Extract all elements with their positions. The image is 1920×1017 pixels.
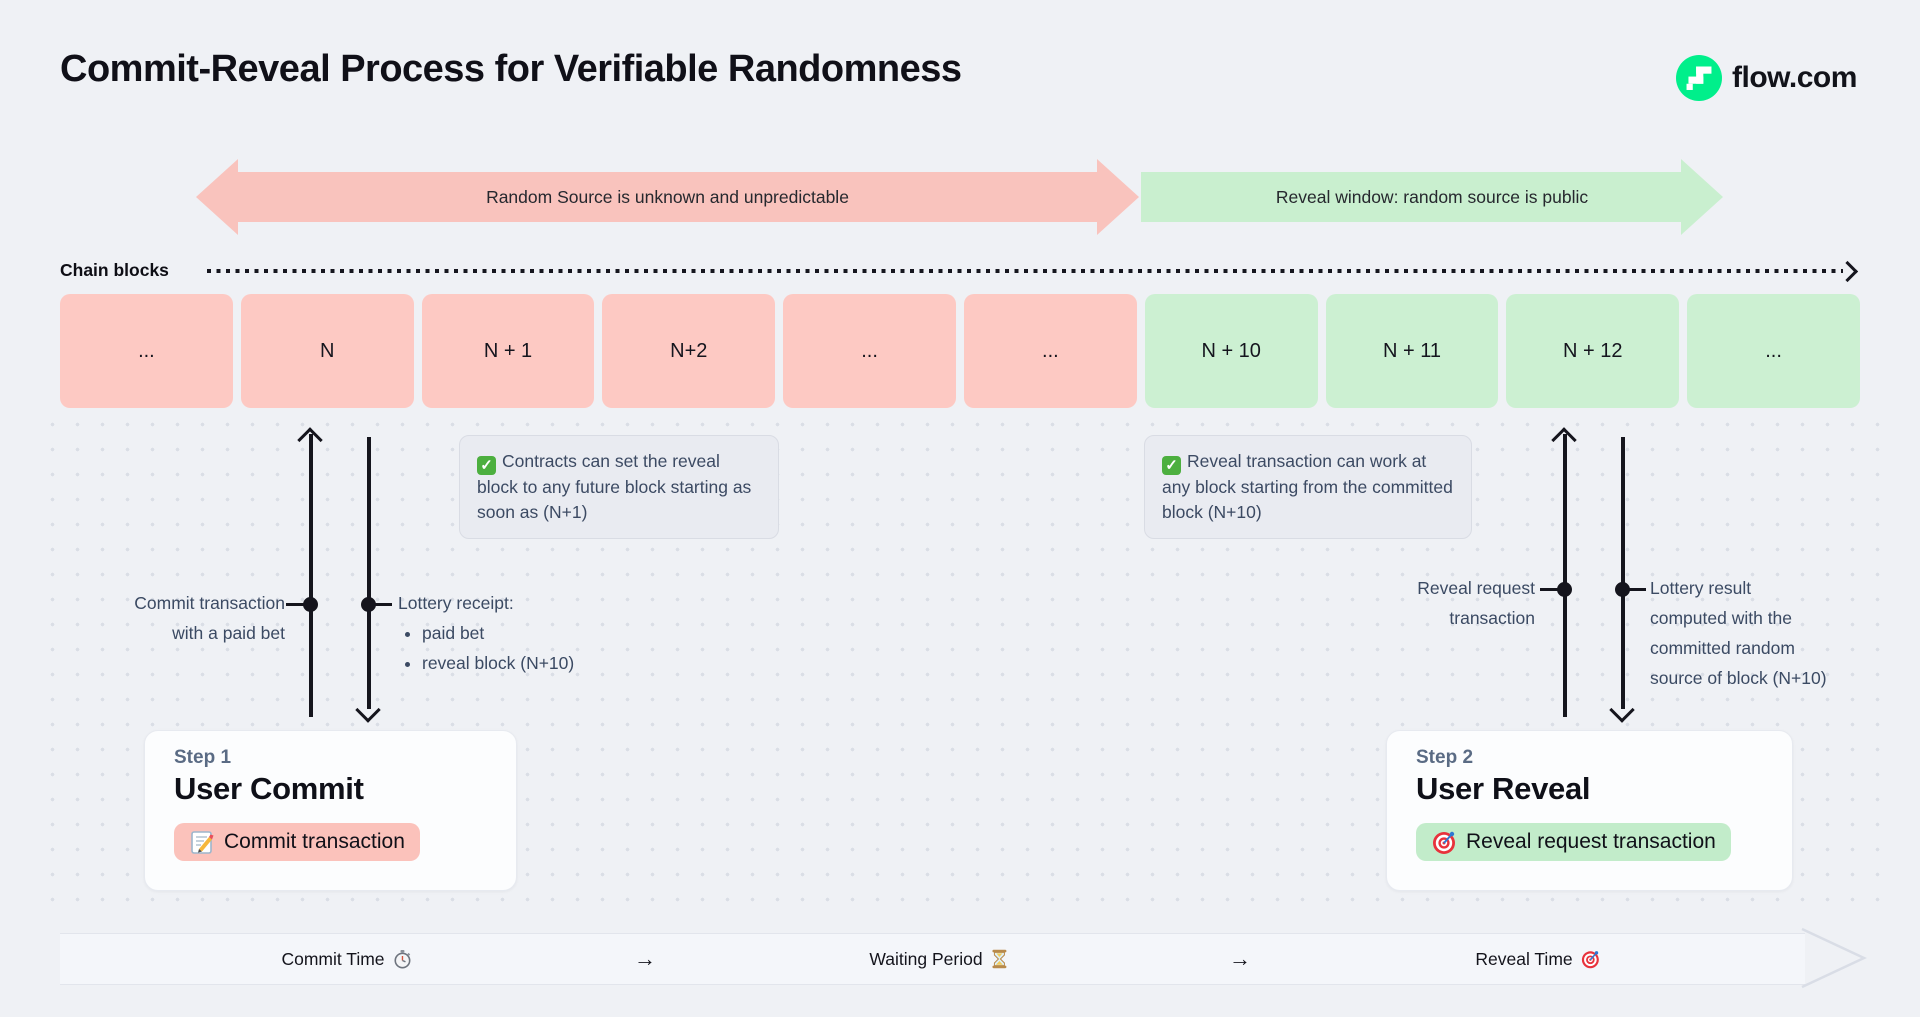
chain-block: N + 1 [421,294,595,408]
step2-card: Step 2 User Reveal Reveal request transa… [1386,730,1793,891]
reveal-up-connector-line [1540,588,1558,591]
commit-note-box: ✓Contracts can set the reveal block to a… [459,435,779,540]
commit-up-connector-dot [303,597,318,612]
reveal-up-arrow-line [1563,434,1567,717]
chain-block: ... [60,294,233,408]
step1-title: User Commit [174,771,364,806]
timeline-end-chevron-icon [1801,927,1867,989]
step1-card: Step 1 User Commit Commit transaction [144,730,517,891]
reveal-note-text: Reveal transaction can work at any block… [1162,451,1453,523]
flow-brand-link[interactable]: flow.com [1676,55,1857,101]
chain-block: N + 11 [1325,294,1499,408]
chain-block: ... [963,294,1137,408]
commit-down-connector-dot [361,597,376,612]
flow-logo-icon [1676,55,1722,101]
commit-transaction-label: Commit transaction with a paid bet [134,593,285,643]
chain-block: N + 12 [1506,294,1680,408]
commit-down-arrow-line [367,437,371,709]
reveal-down-arrow-line [1621,437,1625,709]
commit-phase-arrow: Random Source is unknown and unpredictab… [196,159,1139,235]
chain-block: N + 10 [1144,294,1318,408]
memo-icon [189,829,215,855]
commit-badge-label: Commit transaction [224,830,405,853]
chain-block: ... [1687,294,1860,408]
hourglass-icon [991,949,1009,969]
timeline-waiting-period: Waiting Period [869,934,1008,984]
chain-blocks-row: ... N N + 1 N+2 ... ... N + 10 N + 11 N … [60,294,1860,408]
target-icon [1431,829,1457,855]
check-icon: ✓ [1162,456,1181,475]
reveal-phase-arrow: Reveal window: random source is public [1141,159,1723,235]
commit-note-text: Contracts can set the reveal block to an… [477,451,752,523]
reveal-down-connector-dot [1615,582,1630,597]
page-title: Commit-Reveal Process for Verifiable Ran… [60,48,962,90]
lottery-result-label: Lottery result computed with the committ… [1650,578,1827,688]
timeline-commit-time: Commit Time [281,934,412,984]
step2-label: Step 2 [1416,747,1474,768]
check-icon: ✓ [477,456,496,475]
timeline-bar: Commit Time → Waiting Period [60,933,1805,985]
stopwatch-icon [393,949,413,969]
chain-block: N [240,294,414,408]
reveal-note-box: ✓Reveal transaction can work at any bloc… [1144,435,1472,540]
receipt-item: reveal block (N+10) [422,648,574,678]
chain-blocks-label: Chain blocks [60,260,169,280]
step2-title: User Reveal [1416,771,1591,806]
reveal-request-label: Reveal request transaction [1417,578,1535,628]
commit-phase-label: Random Source is unknown and unpredictab… [486,186,849,207]
chain-axis-arrowhead-icon [1836,260,1859,283]
reveal-down-connector-line [1628,588,1646,591]
step1-label: Step 1 [174,747,232,768]
commit-up-connector-line [286,603,304,606]
commit-down-connector-line [374,603,392,606]
reveal-up-connector-dot [1557,582,1572,597]
reveal-request-badge: Reveal request transaction [1416,823,1731,861]
chain-axis-dotted-line [207,269,1843,273]
receipt-item: paid bet [422,618,574,648]
reveal-phase-label: Reveal window: random source is public [1275,186,1589,207]
commit-up-arrow-line [309,434,313,717]
commit-transaction-badge: Commit transaction [174,823,420,861]
lottery-receipt-label: Lottery receipt: paid bet reveal block (… [398,588,574,678]
reveal-badge-label: Reveal request transaction [1466,830,1716,853]
timeline-arrow-2: → [1229,946,1251,971]
chain-block: ... [783,294,956,408]
chain-block: N+2 [602,294,776,408]
timeline-arrow-1: → [634,946,656,971]
timeline-reveal-time: Reveal Time [1475,934,1600,984]
target-icon [1581,949,1601,969]
brand-name: flow.com [1732,61,1857,94]
